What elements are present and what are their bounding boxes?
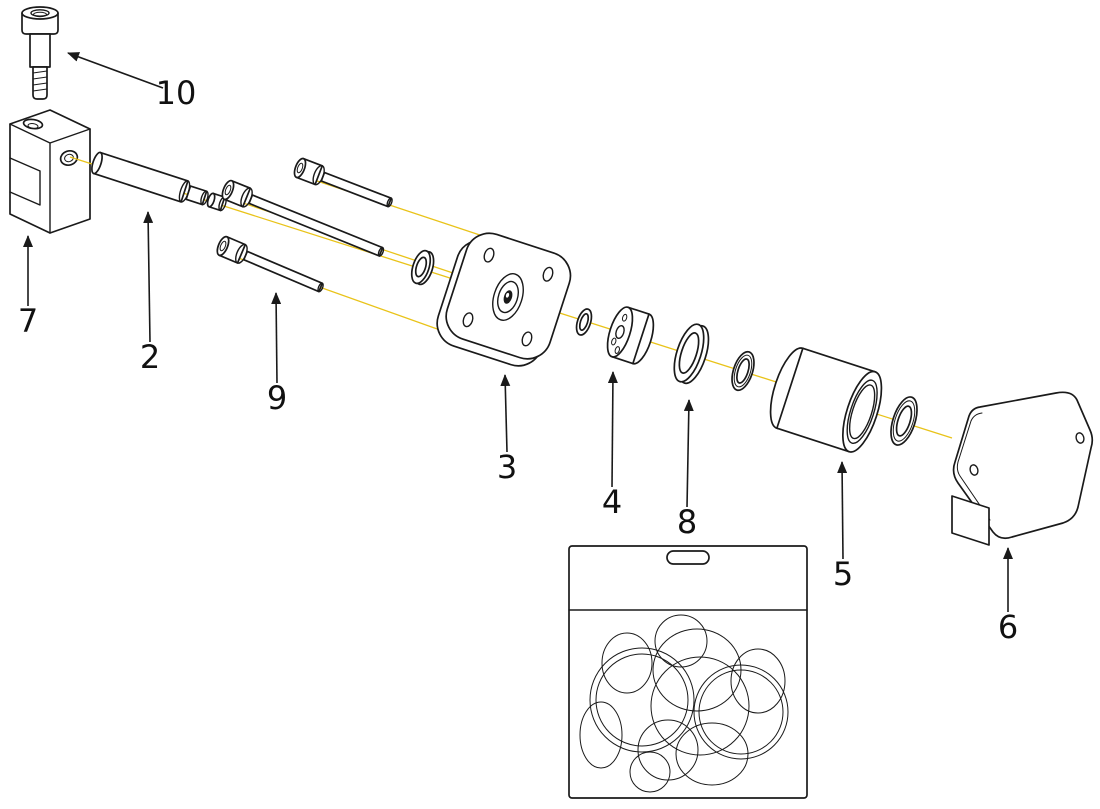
part-6-end-cap xyxy=(951,391,1094,546)
o-ring-large xyxy=(890,396,918,446)
part-label-10: 10 xyxy=(156,74,197,112)
part-label-6: 6 xyxy=(998,608,1018,646)
leader-part-4 xyxy=(607,371,618,488)
leader-part-3 xyxy=(500,374,511,453)
rod-seal-ring xyxy=(410,249,435,286)
part-label-7: 7 xyxy=(18,302,38,340)
part-10-shoulder-screw xyxy=(21,6,59,100)
seal-kit-bag xyxy=(568,545,808,799)
leader-part-10 xyxy=(67,52,164,89)
leader-part-5 xyxy=(837,461,848,560)
leader-part-2 xyxy=(143,211,154,343)
leader-part-9 xyxy=(271,292,282,384)
bag-hang-slot xyxy=(666,550,710,565)
part-labels: 10 7 2 9 3 4 8 5 6 xyxy=(18,74,1018,646)
o-rings-in-bag xyxy=(579,614,789,793)
part-3-flange-body xyxy=(445,232,572,360)
part-label-2: 2 xyxy=(140,338,160,376)
part-2-pin xyxy=(91,151,227,212)
leader-arrows xyxy=(23,52,1013,612)
part-9-screw-a xyxy=(293,157,393,208)
part-label-4: 4 xyxy=(602,483,622,521)
part-8-seal-ring xyxy=(673,323,710,385)
part-label-9: 9 xyxy=(267,379,287,417)
part-7-clevis-block xyxy=(9,109,91,234)
part-5-cylinder-tube xyxy=(769,347,883,453)
leader-part-8 xyxy=(683,399,694,508)
o-ring-small-1 xyxy=(575,308,593,336)
part-4-piston-head xyxy=(606,306,655,365)
part-label-8: 8 xyxy=(677,503,697,541)
part-label-5: 5 xyxy=(833,555,853,593)
part-9-screw-b xyxy=(221,179,385,257)
o-ring-small-2 xyxy=(731,350,755,392)
part-9-screw-c xyxy=(216,235,324,293)
part-label-3: 3 xyxy=(497,448,517,486)
